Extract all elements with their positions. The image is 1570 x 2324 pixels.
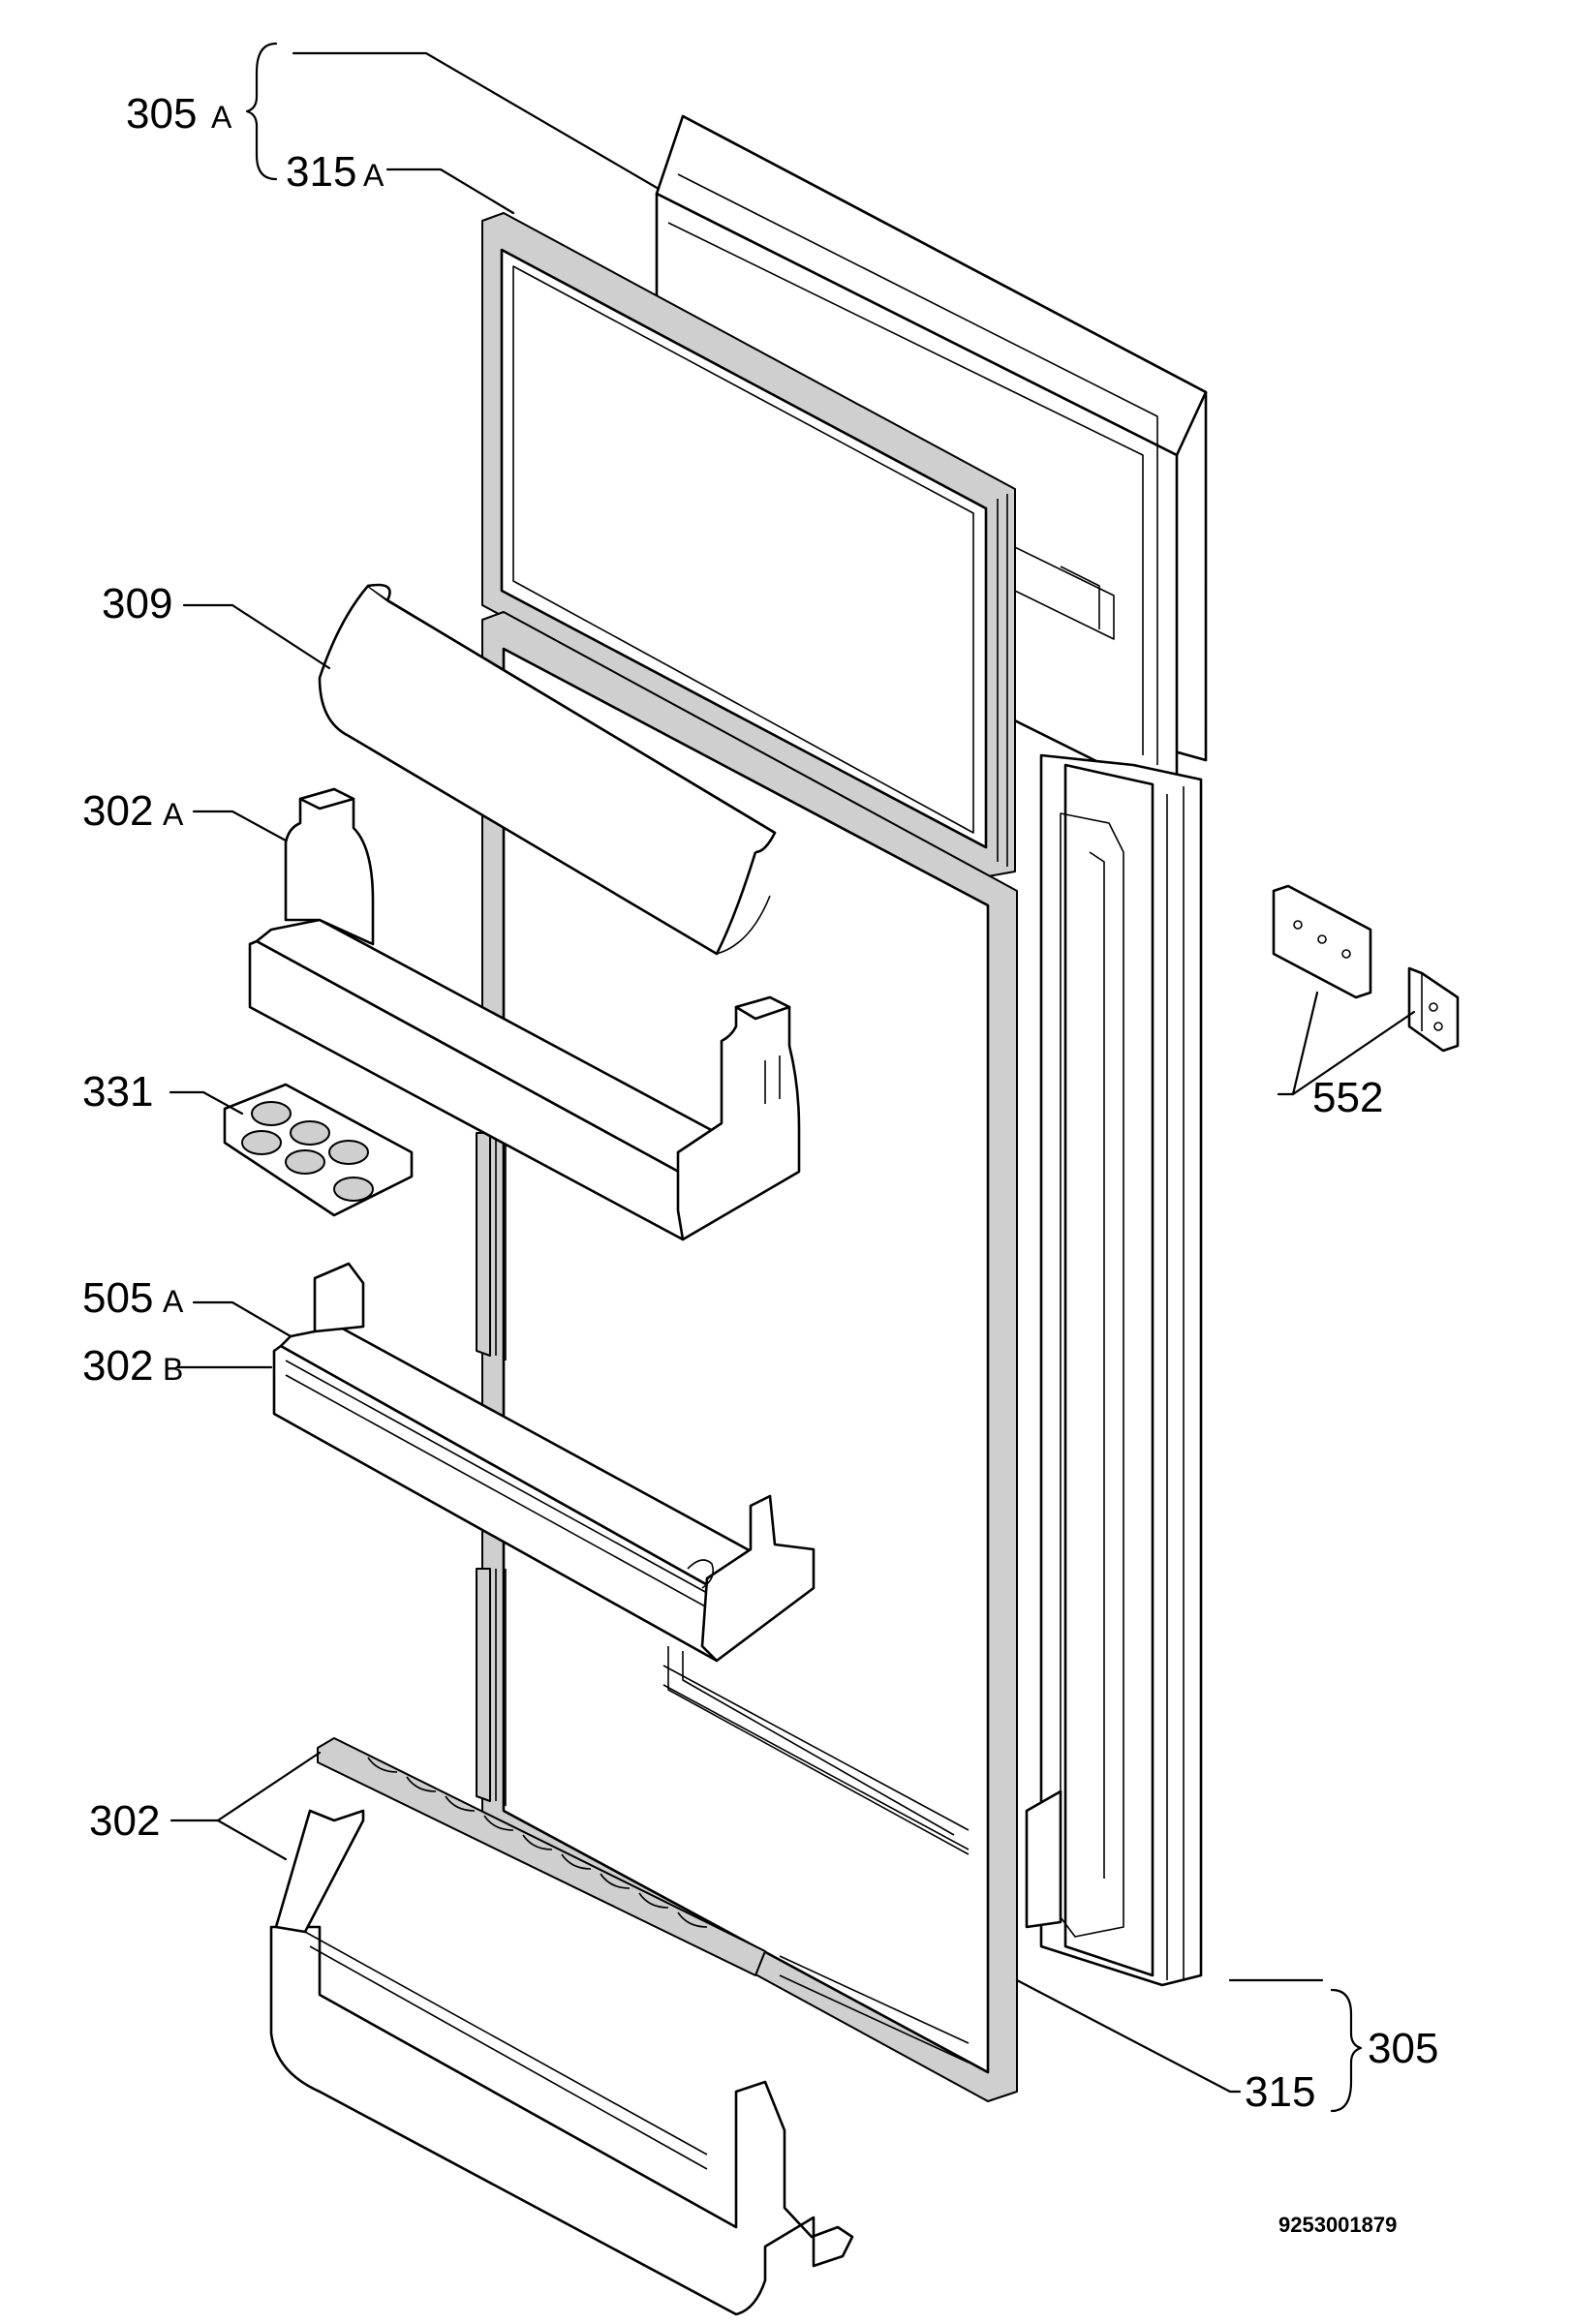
flap-309 [318, 583, 777, 956]
label-552: 552 [1312, 1074, 1383, 1121]
label-302: 302 [89, 1797, 160, 1845]
label-315a-number: 315 [286, 148, 356, 196]
label-505a-number: 505 [82, 1274, 153, 1322]
egg-tray-331 [223, 1083, 414, 1217]
door-shelf-302b [272, 1262, 816, 1663]
label-302a-number: 302 [82, 787, 153, 835]
label-505a-suffix: A [163, 1284, 184, 1319]
lower-door-panel [1025, 753, 1203, 1987]
inner-gasket-strip [476, 1132, 507, 1806]
label-315a-suffix: A [363, 158, 385, 193]
door-shelf-302a [248, 787, 801, 1241]
hinge-bracket-552 [1272, 884, 1460, 1053]
label-309: 309 [102, 580, 172, 627]
bottle-shelf-302 [269, 1809, 854, 2316]
label-305a-suffix: A [211, 100, 232, 135]
lower-door-gasket [481, 611, 1018, 2102]
label-305a-number: 305 [126, 90, 197, 138]
door-inner-recess [667, 1646, 970, 1855]
label-302b-number: 302 [82, 1342, 153, 1390]
label-302a-suffix: A [163, 797, 184, 832]
leader-lines [169, 42, 1416, 2113]
label-305: 305 [1368, 2025, 1438, 2072]
upper-door-gasket [481, 212, 1016, 877]
label-331: 331 [82, 1068, 153, 1116]
drawing-code: 9253001879 [1278, 2213, 1397, 2237]
label-315: 315 [1245, 2068, 1315, 2116]
part-labels: 305 A 315 A 309 302 A 331 505 A 302 B 30… [82, 90, 1438, 2237]
bottle-retainer-302 [317, 1737, 766, 1976]
label-302b-suffix: B [163, 1352, 183, 1387]
